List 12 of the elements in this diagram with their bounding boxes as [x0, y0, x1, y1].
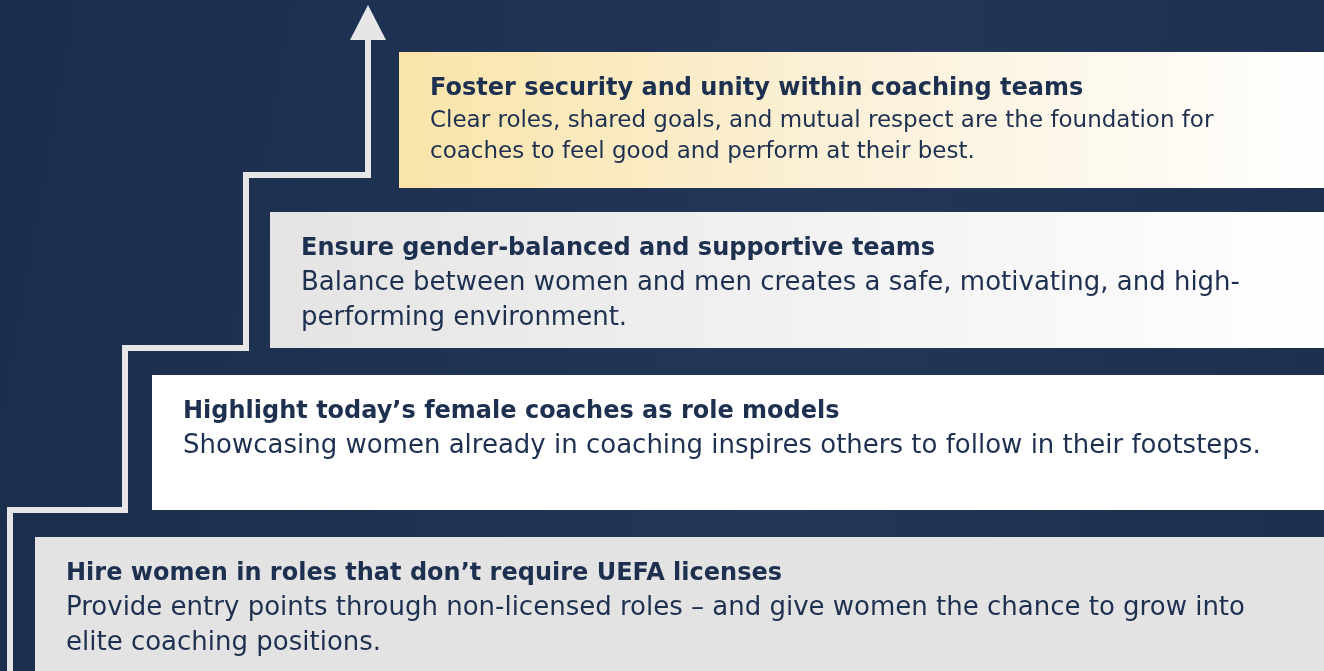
step-heading: Foster security and unity within coaching teams	[430, 72, 1085, 102]
step-description: Balance between women and men creates a safe, motivating, and high-performing environment.	[301, 265, 1241, 333]
step-description: Provide entry points through non-licensed roles – and give women the chance to grow into elite coaching positions.	[66, 590, 1246, 658]
step-description: Showcasing women already in coaching inspires others to follow in their footsteps.	[183, 428, 1262, 461]
step-heading: Highlight today’s female coaches as role models	[183, 395, 841, 425]
step-heading: Ensure gender-balanced and supportive teams	[301, 232, 937, 262]
step-card	[270, 212, 1324, 348]
step-card	[399, 52, 1324, 188]
step-card	[35, 537, 1324, 671]
step-heading: Hire women in roles that don’t require UEFA licenses	[66, 557, 783, 587]
step-card	[152, 375, 1324, 510]
step-description: Clear roles, shared goals, and mutual respect are the foundation for coaches to feel good and perform at their best.	[430, 105, 1215, 165]
